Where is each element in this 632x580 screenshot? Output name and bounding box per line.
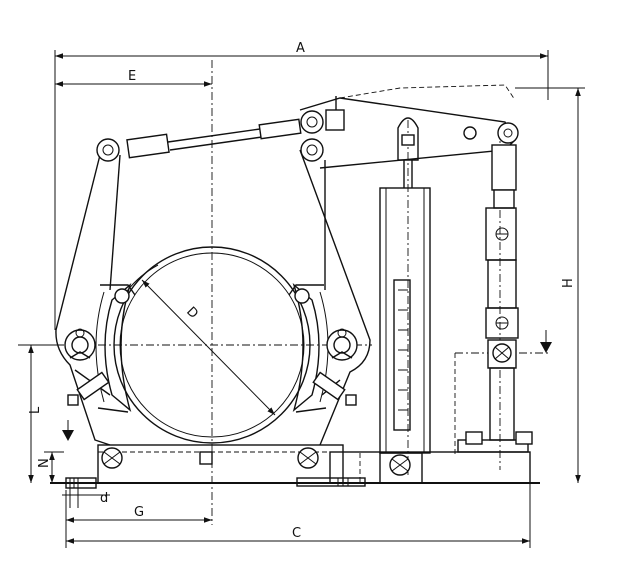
dimension-d-diameter: D: [141, 279, 276, 416]
lever: [299, 84, 519, 169]
dimension-h: H: [515, 87, 585, 483]
dim-label-g: G: [134, 505, 144, 520]
top-link-rod: [96, 96, 345, 162]
right-arm: [299, 149, 371, 446]
adjuster-studs: [67, 371, 357, 406]
dim-label-l: L: [28, 406, 43, 414]
left-brake-shoe: [95, 282, 136, 413]
dim-label-a: A: [296, 41, 305, 56]
dimension-d-small: d: [62, 480, 110, 508]
reference-arrows: [62, 330, 552, 441]
shoe-pins: [114, 288, 310, 304]
left-pivot: [64, 328, 96, 361]
right-pivot: [326, 328, 358, 361]
dimension-c: C: [66, 460, 531, 548]
thruster: [454, 144, 533, 455]
dimension-e: E: [55, 69, 212, 87]
lower-pins: [101, 447, 319, 469]
dim-label-d: d: [100, 491, 108, 506]
spring-cylinder: [359, 117, 431, 484]
level-arrow-right: [540, 342, 552, 353]
dim-label-D: D: [183, 304, 201, 322]
dim-label-h: H: [561, 278, 576, 288]
dim-label-e: E: [128, 69, 136, 84]
dim-label-n: N: [37, 458, 52, 468]
dimension-g: G: [65, 490, 212, 548]
base-plate: [50, 439, 540, 489]
left-arm: [55, 154, 121, 446]
dimension-a: A: [54, 41, 549, 330]
dim-label-c: C: [292, 526, 301, 541]
level-arrow-left: [62, 430, 74, 441]
dimension-n: N: [37, 451, 64, 483]
